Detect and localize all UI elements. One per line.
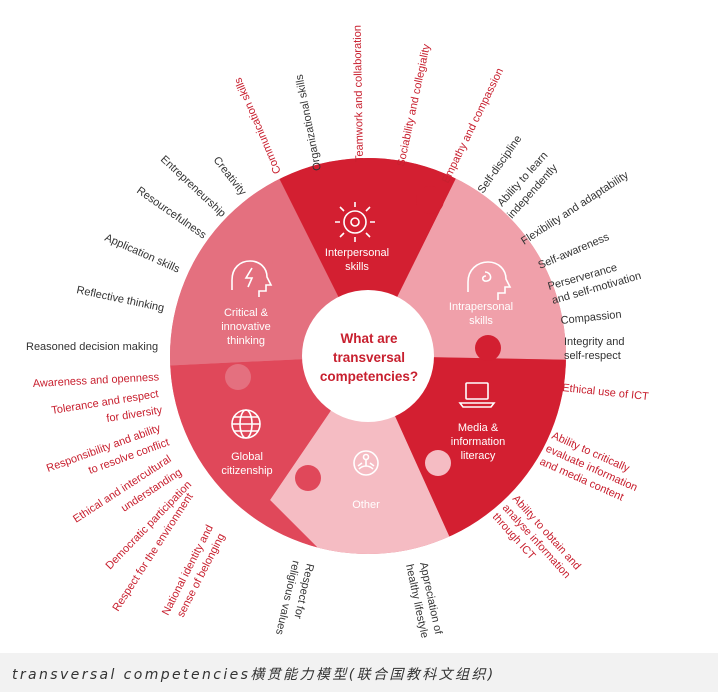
puzzle-knob [295, 465, 321, 491]
domain-other-line1: Other [352, 499, 380, 511]
domain-interpersonal-line1: Interpersonal [325, 247, 389, 259]
domain-media-line3: literacy [461, 450, 496, 462]
puzzle-knob [225, 364, 251, 390]
head-lightning-icon [231, 260, 273, 297]
skill-organizational: Organizational skills [293, 73, 324, 172]
skill-communication: Communication skills [232, 75, 284, 175]
skill-integrity-line2: self-respect [564, 350, 621, 362]
skill-compassion: Compassion [560, 309, 622, 327]
gear-people-icon [335, 202, 375, 242]
globe-icon [231, 409, 261, 439]
skill-integrity-line1: Integrity and [564, 336, 625, 348]
skill-ethical-ict: Ethical use of ICT [562, 382, 650, 403]
domain-critical-line2: innovative [221, 321, 271, 333]
sector-other [270, 356, 460, 554]
skill-tolerance-line2: for diversity [106, 404, 164, 425]
domain-media-line1: Media & [458, 422, 499, 434]
domain-intrapersonal-line1: Intrapersonal [449, 301, 513, 313]
domain-media-line2: information [451, 436, 505, 448]
domain-global-line2: citizenship [221, 465, 272, 477]
skill-teamwork: Teamwork and collaboration [352, 25, 366, 162]
domain-critical-line1: Critical & [224, 307, 269, 319]
center-circle [302, 290, 434, 422]
caption-bar [0, 653, 718, 692]
meditation-icon [353, 450, 379, 476]
skill-awareness: Awareness and openness [33, 371, 160, 390]
domain-global-line1: Global [231, 451, 263, 463]
skill-application: Application skills [103, 232, 182, 276]
puzzle-knob [425, 450, 451, 476]
domain-intrapersonal-line2: skills [469, 315, 493, 327]
puzzle-knob [416, 186, 444, 214]
domain-interpersonal-line2: skills [345, 261, 369, 273]
head-spiral-icon [467, 261, 512, 300]
puzzle-knob [475, 335, 501, 361]
figure-caption: transversal competencies横贯能力模型(联合国教科文组织) [12, 667, 496, 683]
skill-reasoned: Reasoned decision making [26, 341, 158, 353]
laptop-icon [458, 382, 496, 408]
puzzle-knob [272, 248, 300, 276]
center-title-line1: What are [340, 331, 398, 346]
skill-sociability: Sociability and collegiality [395, 43, 433, 168]
skill-creativity: Creativity [211, 154, 249, 198]
center-title-line3: competencies? [320, 369, 418, 384]
center-title-line2: transversal [333, 350, 405, 365]
skill-reflective: Reflective thinking [75, 284, 165, 314]
domain-critical-line3: thinking [227, 335, 265, 347]
